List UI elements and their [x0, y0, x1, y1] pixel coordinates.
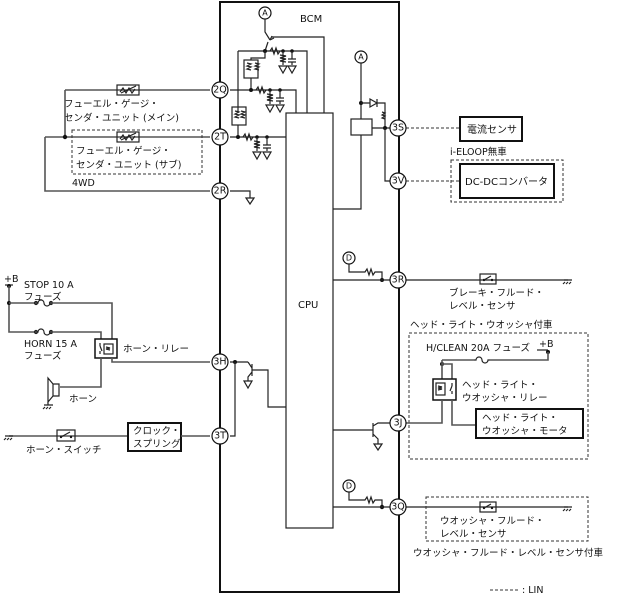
hlw-relay-label-2: ウオッシャ・リレー	[462, 393, 548, 404]
cpu-block	[285, 112, 334, 529]
d-marker-3r: D	[342, 251, 356, 265]
svg-text:3S: 3S	[392, 123, 404, 134]
4wd-label: 4WD	[72, 178, 95, 189]
hlw-equipped-label: ヘッド・ライト・ウオッシャ付車	[410, 319, 553, 331]
svg-text:3H: 3H	[213, 357, 226, 368]
horn-fuse-label-2: フューズ	[24, 350, 62, 362]
hlw-optional-box	[408, 332, 589, 460]
stop-fuse-label-2: フューズ	[24, 291, 62, 303]
current-sensor-label: 電流センサ	[467, 123, 517, 136]
svg-text:3Q: 3Q	[391, 502, 405, 513]
clock-spring-label-1: クロック・	[133, 426, 180, 437]
washer-sensor-optional-box	[425, 496, 589, 542]
pin-3t: 3T	[211, 427, 229, 445]
hlw-motor-label-1: ヘッド・ライト・	[482, 413, 558, 424]
a-marker-top: A	[258, 6, 272, 20]
washer-equipped-label: ウオッシャ・フルード・レベル・センサ付車	[413, 547, 604, 559]
pin-3r: 3R	[389, 271, 407, 289]
hlw-relay-label-1: ヘッド・ライト・	[462, 380, 538, 391]
svg-text:3V: 3V	[392, 176, 405, 187]
washer-fluid-switch	[479, 501, 497, 513]
hclean-fuse-label: H/CLEAN 20A フューズ	[426, 342, 531, 354]
fuel-main-label-2: センダ・ユニット (メイン)	[64, 112, 179, 124]
svg-text:2Q: 2Q	[213, 85, 227, 96]
svg-text:D: D	[346, 482, 352, 491]
ieloop-label: i-ELOOP無車	[450, 146, 507, 158]
fuel-sub-label-2: センダ・ユニット (サブ)	[76, 159, 181, 171]
svg-text:2R: 2R	[214, 186, 227, 197]
brake-sensor-label-1: ブレーキ・フルード・	[449, 287, 544, 299]
washer-sensor-label-1: ウオッシャ・フルード・	[440, 516, 545, 527]
bcm-label: BCM	[300, 14, 322, 25]
pin-2q: 2Q	[211, 81, 229, 99]
clock-spring-box	[127, 422, 182, 452]
fuel-sub-optional-box	[71, 129, 203, 175]
brake-sensor-label-2: レベル・センサ	[449, 301, 516, 312]
svg-text:A: A	[358, 53, 364, 62]
pin-2r: 2R	[211, 182, 229, 200]
horn-speaker-icon	[47, 376, 60, 404]
horn-relay-label: ホーン・リレー	[123, 344, 189, 355]
pin-3j: 3J	[389, 414, 407, 432]
washer-sensor-label-2: レベル・センサ	[440, 529, 507, 540]
hlw-motor-label-2: ウオッシャ・モータ	[482, 426, 568, 437]
pin-3s: 3S	[389, 119, 407, 137]
dcdc-converter-box	[459, 163, 555, 199]
svg-text:2T: 2T	[214, 132, 226, 143]
horn-switch-label: ホーン・スイッチ	[26, 445, 102, 456]
horn-switch-symbol	[56, 429, 76, 442]
fuel-main-label-1: フューエル・ゲージ・	[64, 98, 159, 110]
dcdc-label: DC-DCコンバータ	[465, 176, 548, 188]
fuel-sender-main-symbol	[116, 84, 140, 96]
svg-text:3T: 3T	[214, 431, 226, 442]
fuel-sub-label-1: フューエル・ゲージ・	[76, 145, 171, 157]
clock-spring-label-2: スプリング	[133, 438, 181, 450]
svg-text:3J: 3J	[394, 418, 403, 429]
plus-b-left: +B	[4, 274, 18, 285]
svg-text:3R: 3R	[392, 275, 405, 286]
lin-legend-label: : LIN	[522, 585, 543, 596]
horn-fuse-label-1: HORN 15 A	[24, 339, 77, 350]
plus-b-right: +B	[539, 339, 553, 350]
brake-fluid-switch	[479, 273, 497, 285]
stop-fuse-label-1: STOP 10 A	[24, 280, 74, 291]
a-marker-right: A	[354, 50, 368, 64]
pin-3v: 3V	[389, 172, 407, 190]
horn-label: ホーン	[69, 394, 97, 405]
bcm-outline	[219, 1, 400, 593]
cpu-label: CPU	[298, 300, 318, 311]
svg-text:D: D	[346, 254, 352, 263]
pin-2t: 2T	[211, 128, 229, 146]
hlw-motor-box	[475, 408, 584, 439]
pin-3q: 3Q	[389, 498, 407, 516]
internal-relay	[350, 118, 373, 136]
svg-text:A: A	[262, 9, 268, 18]
d-marker-3q: D	[342, 479, 356, 493]
pin-3h: 3H	[211, 353, 229, 371]
current-sensor-box	[459, 116, 523, 142]
fuel-sender-sub-symbol	[116, 131, 140, 143]
